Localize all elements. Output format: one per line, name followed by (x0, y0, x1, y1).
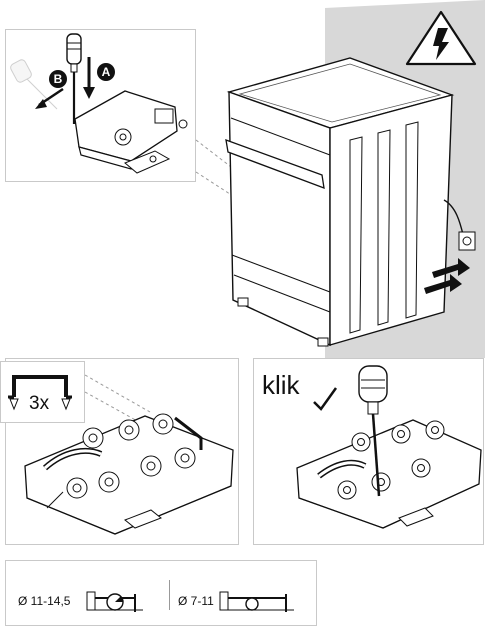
diameter-small-label: Ø 7-11 (178, 594, 214, 608)
marker-b-label: B (53, 72, 63, 86)
checkmark-icon (313, 387, 338, 411)
diameter-legend (5, 560, 317, 626)
marker-a-badge: A (97, 63, 115, 81)
leveling-base-detail (10, 33, 188, 174)
large-hose-clip-icon (86, 591, 143, 612)
base-with-screwdriver (296, 365, 482, 529)
base-with-clips (24, 413, 234, 535)
marker-a-label: A (101, 65, 111, 79)
marker-b-badge: B (49, 70, 67, 88)
diameter-divider (169, 580, 170, 610)
bracket-clip-icon (8, 375, 72, 411)
electric-hazard-icon (405, 10, 477, 66)
click-label: klik (262, 370, 300, 400)
diameter-large-label: Ø 11-14,5 (18, 594, 71, 608)
repeat-count-label: 3x (29, 393, 50, 414)
small-hose-clip-icon (219, 591, 294, 612)
